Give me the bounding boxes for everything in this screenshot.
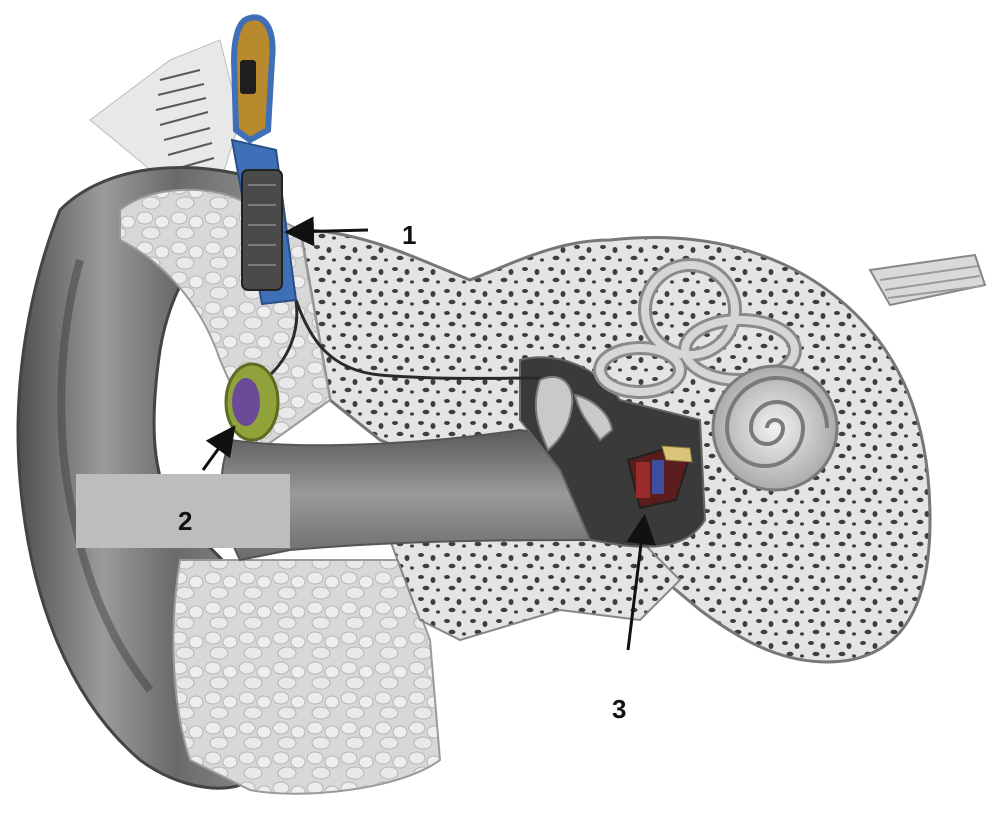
arrow-1 bbox=[284, 216, 369, 247]
cochlea bbox=[711, 364, 839, 492]
callout-label-3: 3 bbox=[612, 694, 626, 724]
auditory-nerve bbox=[868, 253, 987, 307]
implant-lead-wire bbox=[294, 299, 541, 380]
pinna-helix-fold bbox=[57, 258, 154, 693]
callout-box-2 bbox=[76, 474, 290, 548]
actuator-device bbox=[626, 445, 693, 510]
ossicles bbox=[534, 375, 614, 452]
implant-processor bbox=[230, 14, 298, 306]
arrow-3 bbox=[626, 514, 656, 651]
hair bbox=[155, 69, 217, 186]
cartilage-lower bbox=[172, 559, 442, 795]
transducer-disc bbox=[224, 362, 280, 442]
callout-label-1: 1 bbox=[402, 220, 416, 250]
arrow-2 bbox=[201, 425, 236, 471]
